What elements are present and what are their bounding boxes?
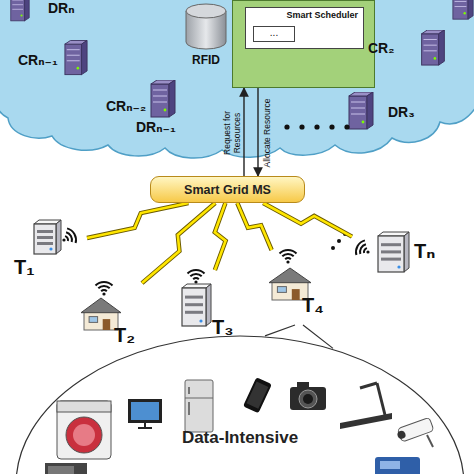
arrow-line: [243, 88, 244, 176]
flow-arrow: [258, 88, 259, 176]
terminal-node: T₂: [80, 282, 142, 352]
bolt-line: [215, 203, 226, 270]
scheduler-box: Smart Scheduler...: [232, 0, 375, 88]
node-label: Smart Grid MS: [151, 177, 304, 202]
appliance-ellipse: Data-Intensive: [15, 335, 465, 474]
database-cylinder: RFID: [183, 2, 229, 72]
bolt-line: [142, 203, 215, 283]
server-label: DR₃: [388, 104, 415, 120]
terminal-label: T₃: [212, 316, 233, 338]
wireless-link: [263, 203, 352, 237]
terminal-node: T₃: [178, 270, 240, 346]
terminal-label: T₁: [14, 256, 35, 278]
server-label: CRₙ₋₂: [106, 98, 146, 114]
flow-arrow: [244, 88, 245, 176]
arrow-line: [257, 88, 258, 176]
node-label: RFID: [183, 53, 229, 67]
terminal-label: T₄: [302, 294, 324, 316]
edge-label: Request for Resources: [222, 98, 242, 168]
bolt-outline: [237, 203, 271, 250]
terminal-node: Tₙ: [352, 230, 444, 278]
zoom-callout: [265, 325, 333, 348]
bolt-outline: [215, 203, 226, 270]
wireless-link: [87, 203, 188, 238]
bolt-line: [237, 203, 271, 250]
bolt-outline: [263, 203, 352, 237]
server-label: CR₂: [368, 40, 394, 56]
bolt-outline: [87, 203, 188, 238]
ellipsis-dots: [284, 124, 349, 129]
bolt-line: [263, 203, 352, 237]
server-label: DRₙ: [48, 0, 75, 16]
edge-label: Allocate Resource: [262, 98, 282, 168]
wireless-link: [142, 203, 215, 283]
queue-cell: ...: [253, 26, 295, 42]
terminal-label: Tₙ: [414, 240, 435, 262]
node-graphic: [15, 335, 465, 474]
wireless-link: [237, 203, 271, 250]
callout-line: [265, 325, 333, 348]
group-title: Data-Intensive: [15, 428, 465, 448]
bolt-outline: [142, 203, 215, 283]
terminal-node: T₄: [268, 250, 330, 325]
server-icons: [11, 0, 473, 129]
server-label: DRₙ₋₁: [136, 119, 176, 135]
wireless-link: [215, 203, 226, 270]
terminal-node: T₁: [12, 220, 87, 282]
process-box: Smart Grid MS: [150, 176, 305, 203]
terminal-label: T₂: [114, 324, 135, 346]
server-label: CRₙ₋₁: [18, 52, 58, 68]
bolt-line: [87, 203, 188, 238]
